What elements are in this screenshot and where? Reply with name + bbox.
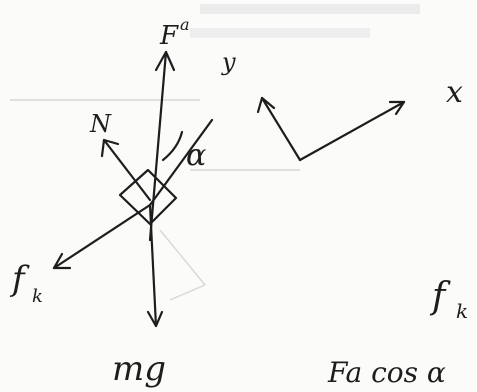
weight-label: mg bbox=[112, 349, 166, 389]
rotated-axes: y x bbox=[221, 48, 463, 162]
component-expression: Fa cos α bbox=[327, 356, 446, 389]
applied-force-arrow bbox=[148, 50, 176, 242]
block bbox=[118, 168, 178, 226]
angle-arc bbox=[148, 118, 214, 207]
applied-force-superscript: a bbox=[180, 15, 190, 34]
friction-right-label: f bbox=[429, 276, 451, 317]
diagram-labels: F a N α f k mg bbox=[9, 15, 206, 389]
axis-y-label: y bbox=[221, 48, 236, 76]
normal-force-arrow bbox=[100, 138, 152, 202]
angle-label: α bbox=[186, 138, 206, 173]
friction-left-sub: k bbox=[32, 286, 43, 307]
background-bleed bbox=[10, 4, 420, 301]
component-notes: f k Fa cos α bbox=[327, 276, 468, 389]
axis-x-label: x bbox=[446, 75, 463, 110]
applied-force-label: F bbox=[159, 21, 179, 51]
weight-arrow bbox=[146, 203, 164, 328]
friction-right-sub: k bbox=[456, 299, 468, 323]
friction-left-label: f bbox=[9, 259, 30, 299]
normal-force-label: N bbox=[89, 110, 112, 138]
friction-arrow bbox=[52, 203, 152, 270]
